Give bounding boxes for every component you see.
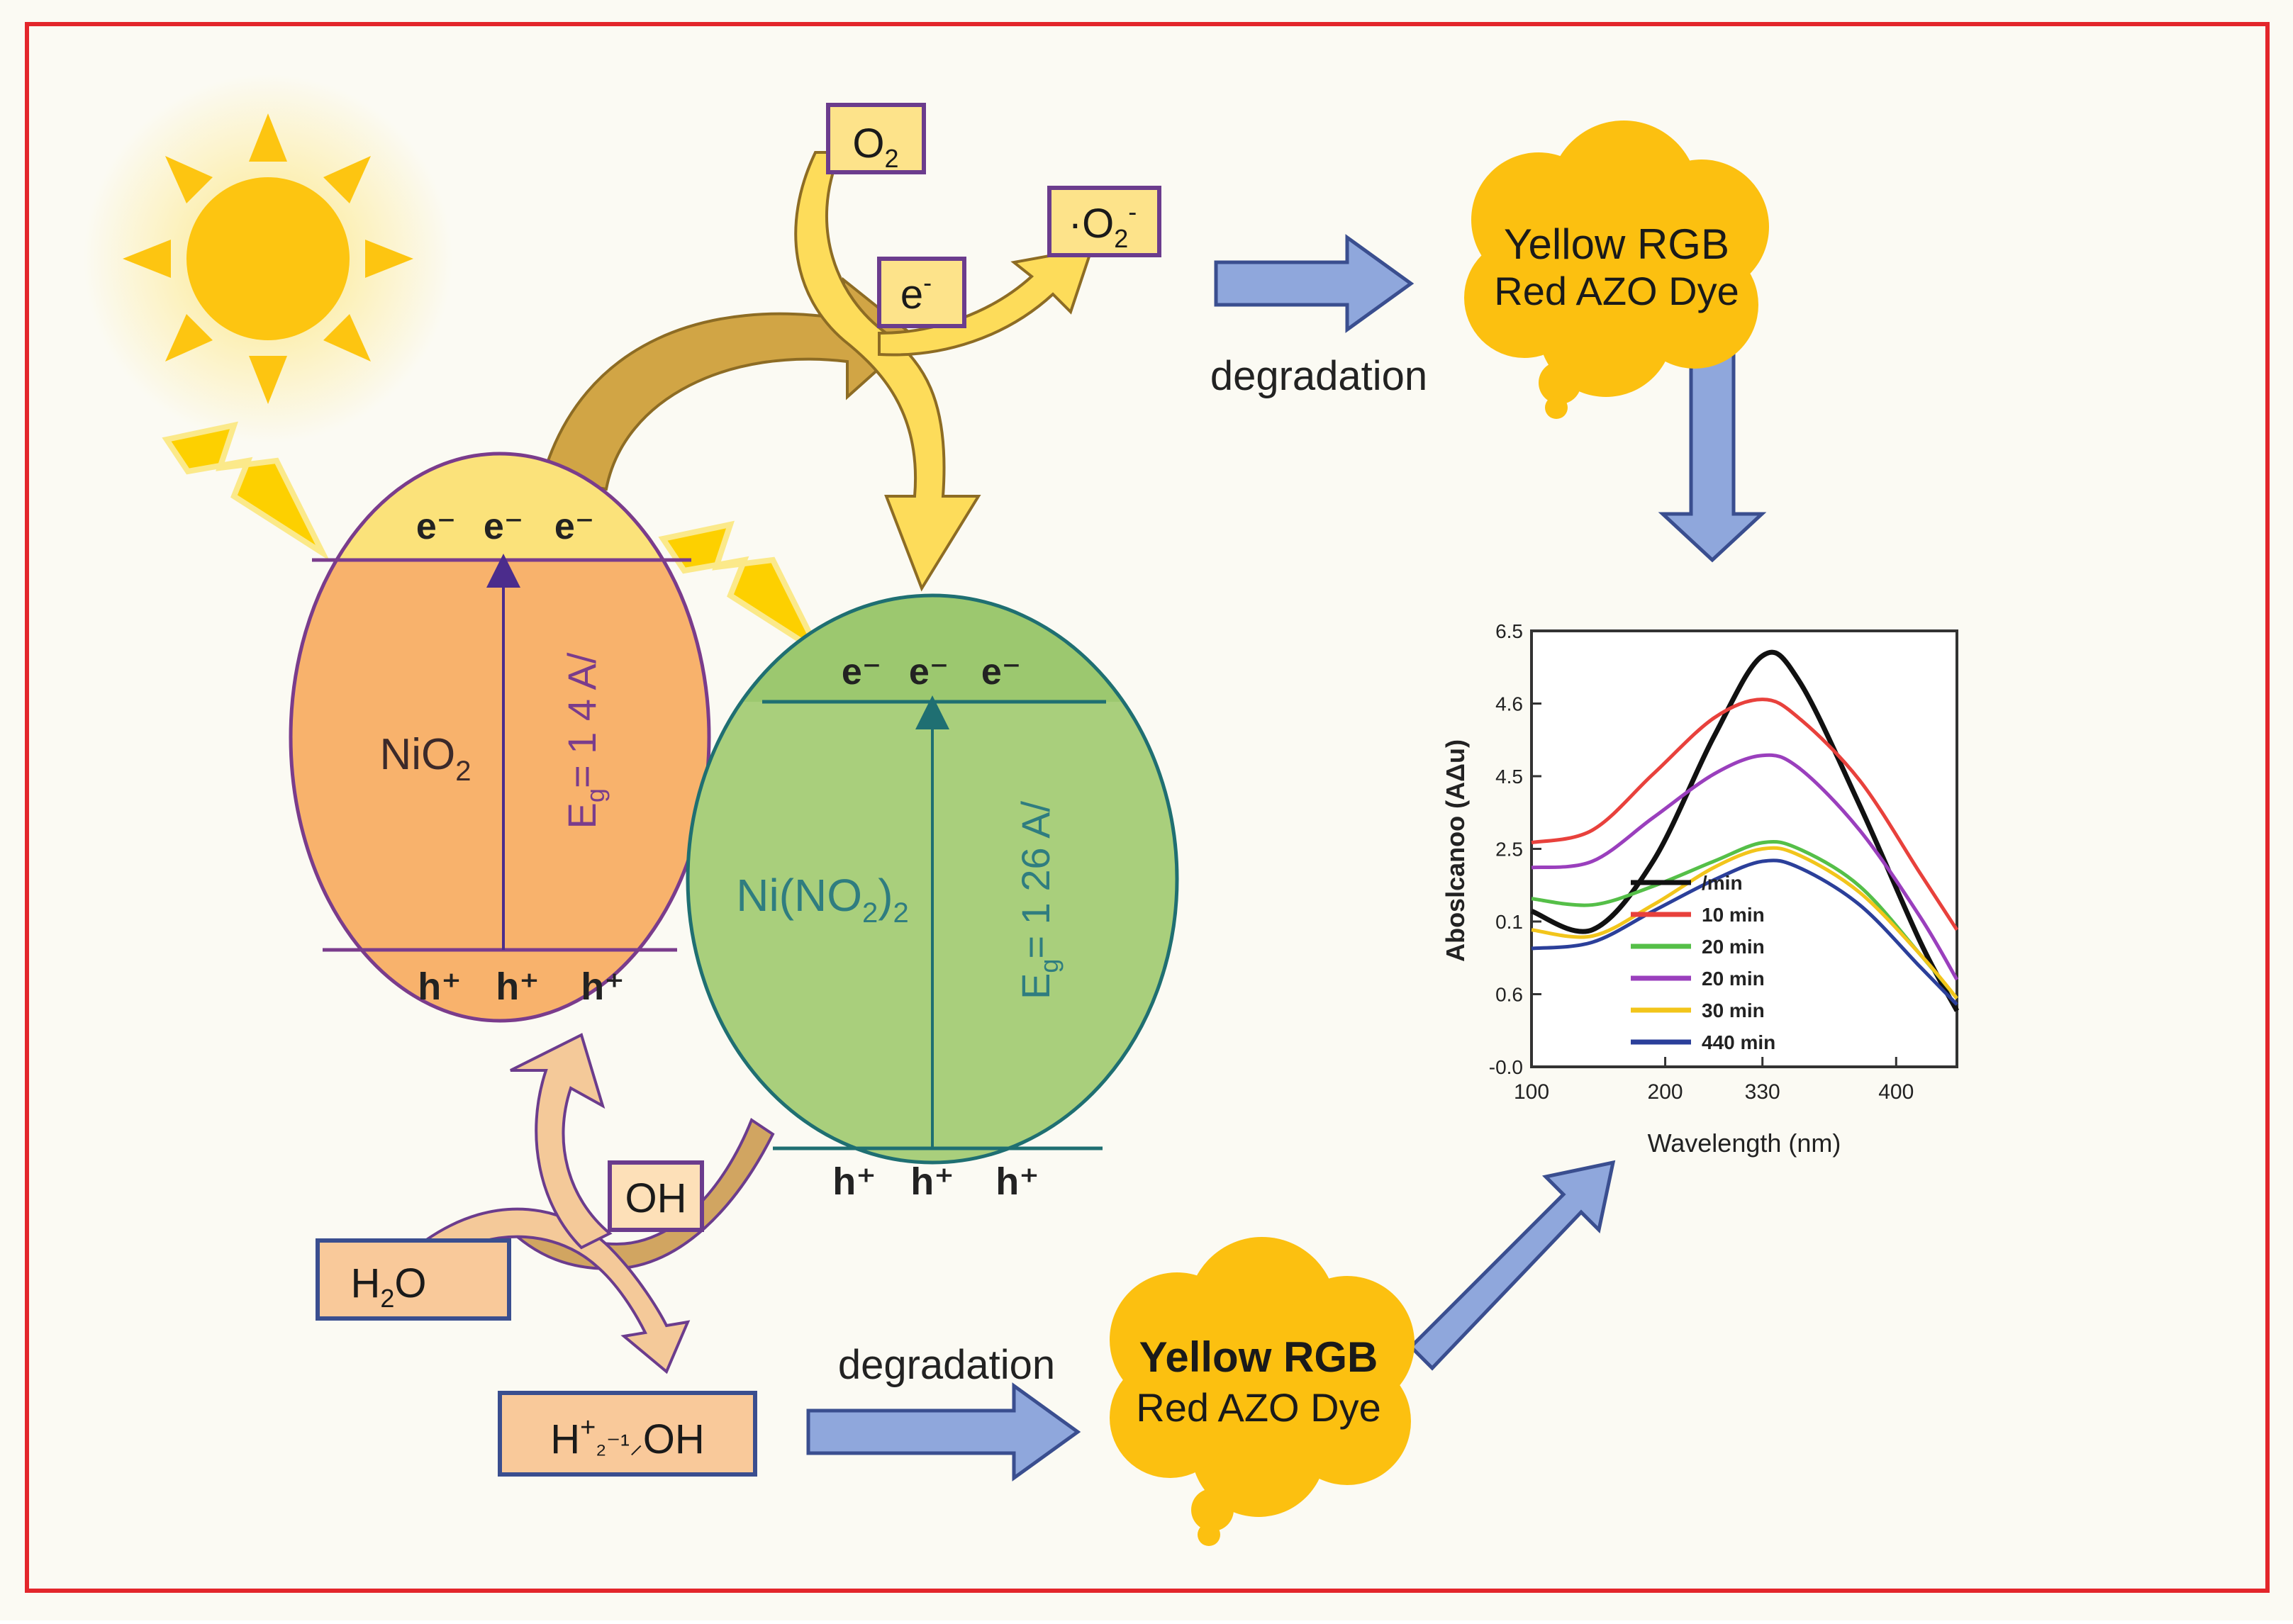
svg-text:O2: O2 bbox=[852, 121, 898, 173]
series-line bbox=[1531, 846, 1958, 999]
chart-y-label: Aboslcanoo (AΔu) bbox=[1441, 739, 1470, 962]
electron-box: e- bbox=[877, 257, 966, 328]
y-tick-label: 0.6 bbox=[1495, 984, 1523, 1006]
dye-cloud-top: Yellow RGB Red AZO Dye bbox=[1464, 121, 1769, 419]
nino2-hole: h⁺ bbox=[832, 1160, 876, 1203]
nio2-band-gap: Eg= 1 4 A/ bbox=[559, 652, 610, 829]
svg-text:H+₂⁻¹⸝OH: H+₂⁻¹⸝OH bbox=[550, 1413, 705, 1462]
degradation-arrow-top bbox=[1214, 234, 1415, 333]
nio2-electron: e⁻ bbox=[416, 506, 456, 547]
cloud-bottom-line1: Yellow RGB bbox=[1139, 1333, 1378, 1381]
nio2-electron: e⁻ bbox=[484, 506, 523, 547]
nino2-band-gap: Eg= 1 26 A/ bbox=[1013, 801, 1064, 999]
absorbance-chart: 6.5 4.6 4.5 2.5 0.1 0.6 -0.0 100 200 330 400 /min… bbox=[1441, 620, 1960, 1158]
degradation-arrow-bottom bbox=[806, 1382, 1081, 1482]
y-tick-label: 0.1 bbox=[1495, 911, 1523, 933]
up-arrow-to-chart bbox=[1408, 1160, 1616, 1371]
cloud-top-line2: Red AZO Dye bbox=[1494, 269, 1739, 313]
svg-text:e-: e- bbox=[900, 268, 932, 318]
cloud-top-line1: Yellow RGB bbox=[1504, 220, 1729, 268]
x-tick-label: 200 bbox=[1648, 1080, 1683, 1104]
series-line bbox=[1531, 858, 1958, 1006]
electron-transfer-arrow bbox=[540, 276, 917, 491]
nino2-electron: e⁻ bbox=[981, 651, 1021, 693]
o2-inflow-arrow bbox=[794, 151, 981, 592]
nino2-electron: e⁻ bbox=[909, 651, 949, 693]
dye-cloud-bottom: Yellow RGB Red AZO Dye bbox=[1110, 1237, 1415, 1546]
figure-frame bbox=[25, 22, 2270, 1593]
nino2-electron: e⁻ bbox=[842, 651, 881, 693]
lightning-bolt-icon bbox=[162, 421, 330, 561]
x-tick-label: 330 bbox=[1745, 1080, 1780, 1104]
nio2-hole: h⁺ bbox=[581, 965, 625, 1008]
legend-label: 30 min bbox=[1702, 999, 1765, 1021]
y-tick-label: 2.5 bbox=[1495, 839, 1523, 861]
y-tick-label: 6.5 bbox=[1495, 620, 1523, 642]
svg-text:H2O: H2O bbox=[350, 1260, 426, 1313]
chart-x-label: Wavelength (nm) bbox=[1648, 1129, 1841, 1158]
nio2-electron: e⁻ bbox=[554, 506, 594, 547]
y-tick-label: 4.5 bbox=[1495, 766, 1523, 788]
cloud-bottom-line2: Red AZO Dye bbox=[1136, 1385, 1380, 1430]
sun-icon bbox=[84, 74, 452, 443]
svg-text:OH: OH bbox=[625, 1175, 687, 1221]
nino2-hole: h⁺ bbox=[910, 1160, 954, 1203]
series-line bbox=[1531, 698, 1959, 931]
down-arrow-to-chart bbox=[1658, 352, 1767, 563]
o2-box: O2 bbox=[826, 103, 926, 174]
series-line bbox=[1531, 753, 1959, 981]
legend-label: 20 min bbox=[1702, 968, 1765, 990]
legend-label: 440 min bbox=[1702, 1031, 1775, 1053]
nio2-label: NiO2 bbox=[379, 730, 471, 787]
x-tick-label: 400 bbox=[1878, 1080, 1914, 1104]
legend-label: 20 min bbox=[1702, 936, 1765, 958]
legend-label: 10 min bbox=[1702, 904, 1765, 926]
nino2-label: Ni(NO2)2 bbox=[736, 870, 909, 929]
nio2-hole: h⁺ bbox=[496, 965, 540, 1008]
water-box: H2O bbox=[316, 1238, 511, 1321]
superoxide-box: ·O2- bbox=[1047, 186, 1161, 257]
y-tick-label: -0.0 bbox=[1489, 1056, 1523, 1078]
legend-label: /min bbox=[1702, 872, 1743, 894]
x-tick-label: 100 bbox=[1514, 1080, 1549, 1104]
y-tick-label: 4.6 bbox=[1495, 693, 1523, 715]
water-oxidation-arrow bbox=[423, 1207, 691, 1374]
degradation-label-top: degradation bbox=[1210, 353, 1427, 399]
svg-text:·O2-: ·O2- bbox=[1069, 197, 1137, 253]
nio2-hole: h⁺ bbox=[418, 965, 462, 1008]
hole-oxidation-arrow bbox=[510, 1033, 613, 1250]
hydroxyl-box: OH bbox=[608, 1160, 704, 1232]
products-box: H+₂⁻¹⸝OH bbox=[498, 1391, 757, 1477]
nino2-hole: h⁺ bbox=[995, 1160, 1039, 1203]
degradation-label-bottom: degradation bbox=[838, 1342, 1055, 1388]
series-line bbox=[1530, 649, 1960, 1012]
